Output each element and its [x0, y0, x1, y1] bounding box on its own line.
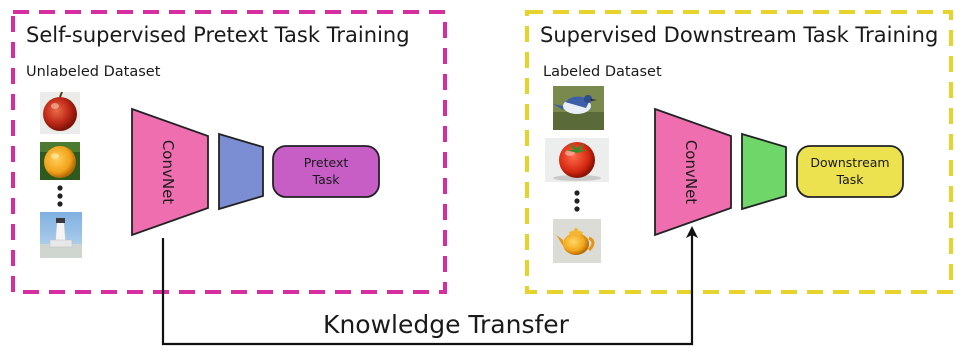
pretext-task-box	[272, 145, 380, 198]
lighthouse-image	[40, 212, 82, 258]
knowledge-transfer-label: Knowledge Transfer	[323, 310, 570, 339]
pretext-task-label-line2: Task	[312, 172, 341, 187]
downstream-dataset-label: Labeled Dataset	[543, 64, 662, 80]
tomato-image	[545, 138, 609, 182]
knowledge-transfer-arrow	[161, 226, 698, 346]
apple-image	[40, 91, 80, 134]
pretext-head	[218, 132, 264, 211]
downstream-task-box	[796, 145, 904, 198]
pretext-convnet-encoder	[131, 107, 209, 237]
downstream-head	[741, 132, 787, 211]
pretext-task-label-line1: Pretext	[304, 155, 349, 170]
pretext-panel: Self-supervised Pretext Task Training Un…	[11, 10, 447, 294]
downstream-task-label-line2: Task	[836, 172, 865, 187]
downstream-convnet-encoder	[654, 107, 732, 237]
teapot-image	[553, 219, 601, 263]
pretext-convnet-label: ConvNet	[159, 140, 177, 204]
pretext-dataset-label: Unlabeled Dataset	[26, 64, 161, 80]
downstream-panel-border	[525, 10, 953, 294]
pretext-panel-title: Self-supervised Pretext Task Training	[26, 23, 410, 47]
downstream-ellipsis	[574, 190, 580, 212]
downstream-convnet-label: ConvNet	[682, 140, 700, 204]
pretext-panel-border	[11, 10, 447, 294]
downstream-panel-title: Supervised Downstream Task Training	[540, 23, 938, 47]
orange-image	[40, 142, 80, 180]
downstream-task-label-line1: Downstream	[810, 155, 889, 170]
pretext-ellipsis	[57, 185, 63, 207]
downstream-panel: Supervised Downstream Task Training Labe…	[525, 10, 953, 294]
bird-image	[553, 86, 604, 130]
knowledge-transfer: Knowledge Transfer	[161, 226, 698, 346]
